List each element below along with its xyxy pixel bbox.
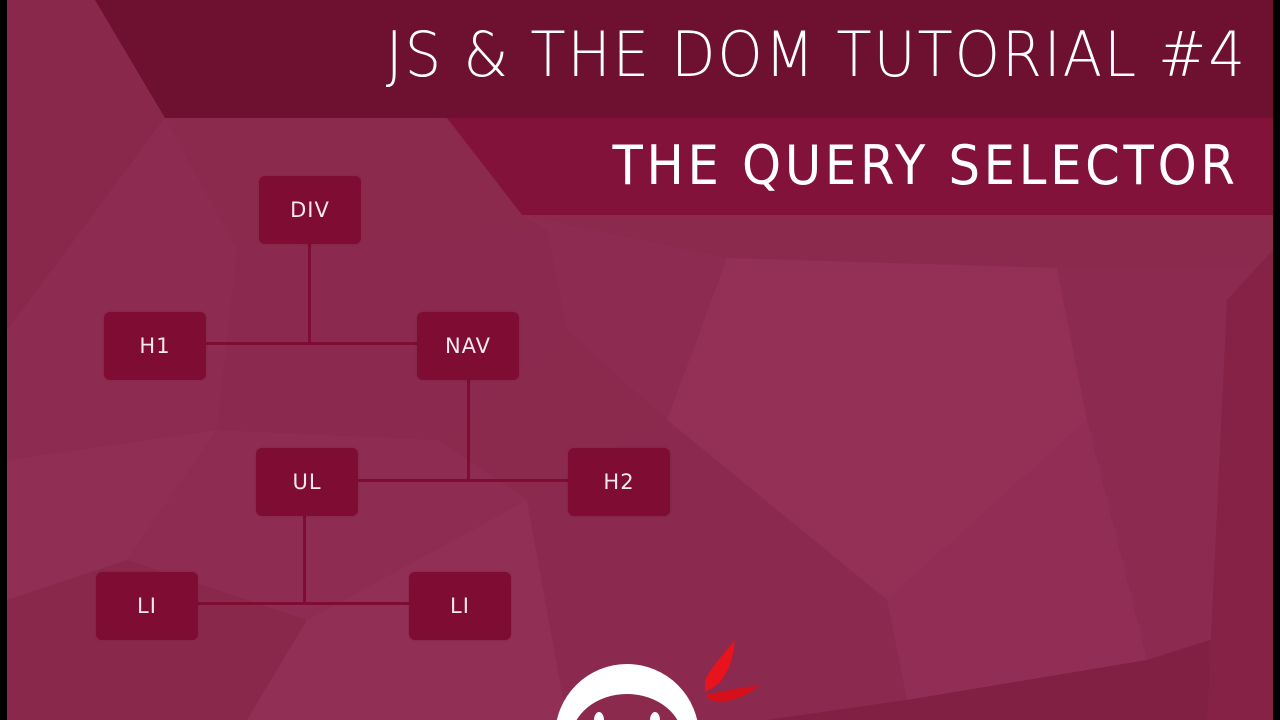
connector-ul-down — [303, 516, 306, 605]
node-ul: UL — [256, 448, 358, 516]
node-h2: H2 — [568, 448, 670, 516]
node-label: DIV — [290, 198, 330, 222]
node-li-left: LI — [96, 572, 198, 640]
video-title: JS & THE DOM TUTORIAL #4 — [385, 18, 1247, 91]
title-banner: JS & THE DOM TUTORIAL #4 — [95, 0, 1273, 118]
subtitle-banner: THE QUERY SELECTOR — [447, 118, 1273, 215]
node-label: H1 — [139, 334, 171, 358]
connector-nav-down — [467, 380, 470, 481]
node-h1: H1 — [104, 312, 206, 380]
node-li-right: LI — [409, 572, 511, 640]
polygon-background — [7, 0, 1273, 720]
node-div: DIV — [259, 176, 361, 244]
ninja-head-icon — [556, 640, 759, 720]
connector-h1-nav — [206, 342, 418, 345]
node-label: UL — [292, 470, 322, 494]
node-nav: NAV — [417, 312, 519, 380]
connector-li-li — [198, 602, 410, 605]
node-label: H2 — [603, 470, 635, 494]
connector-ul-h2 — [357, 479, 569, 482]
video-subtitle: THE QUERY SELECTOR — [612, 134, 1239, 197]
node-label: LI — [450, 594, 470, 618]
thumbnail-canvas: JS & THE DOM TUTORIAL #4 THE QUERY SELEC… — [7, 0, 1273, 720]
node-label: NAV — [444, 334, 492, 358]
node-label: LI — [137, 594, 157, 618]
connector-div-down — [308, 244, 311, 345]
